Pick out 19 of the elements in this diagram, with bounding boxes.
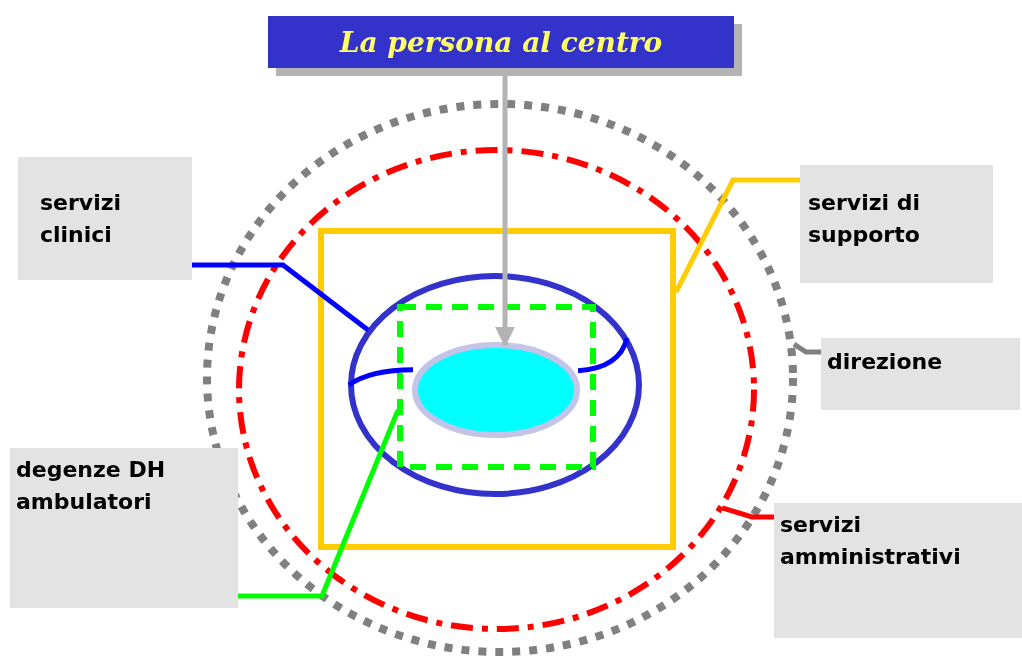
leader-line <box>792 342 821 355</box>
title-banner <box>268 16 734 68</box>
label-text: servizi di supporto <box>808 189 922 249</box>
label-box <box>18 157 192 280</box>
label-box <box>821 338 1020 410</box>
label-text: servizi clinici <box>40 189 123 249</box>
leader-line <box>238 409 401 599</box>
label-box <box>800 165 993 283</box>
label-text: servizi amministrativi <box>780 511 962 571</box>
leader-line <box>673 177 800 294</box>
label-text: direzione <box>827 348 943 376</box>
label-text: degenze DH ambulatori <box>16 456 167 516</box>
leader-line <box>577 337 630 374</box>
leader-line <box>192 262 370 332</box>
label-box <box>10 448 238 608</box>
title-text: La persona al centro <box>339 25 663 59</box>
leader-line <box>721 505 774 520</box>
leader-line <box>347 367 414 388</box>
label-box <box>774 503 1022 638</box>
